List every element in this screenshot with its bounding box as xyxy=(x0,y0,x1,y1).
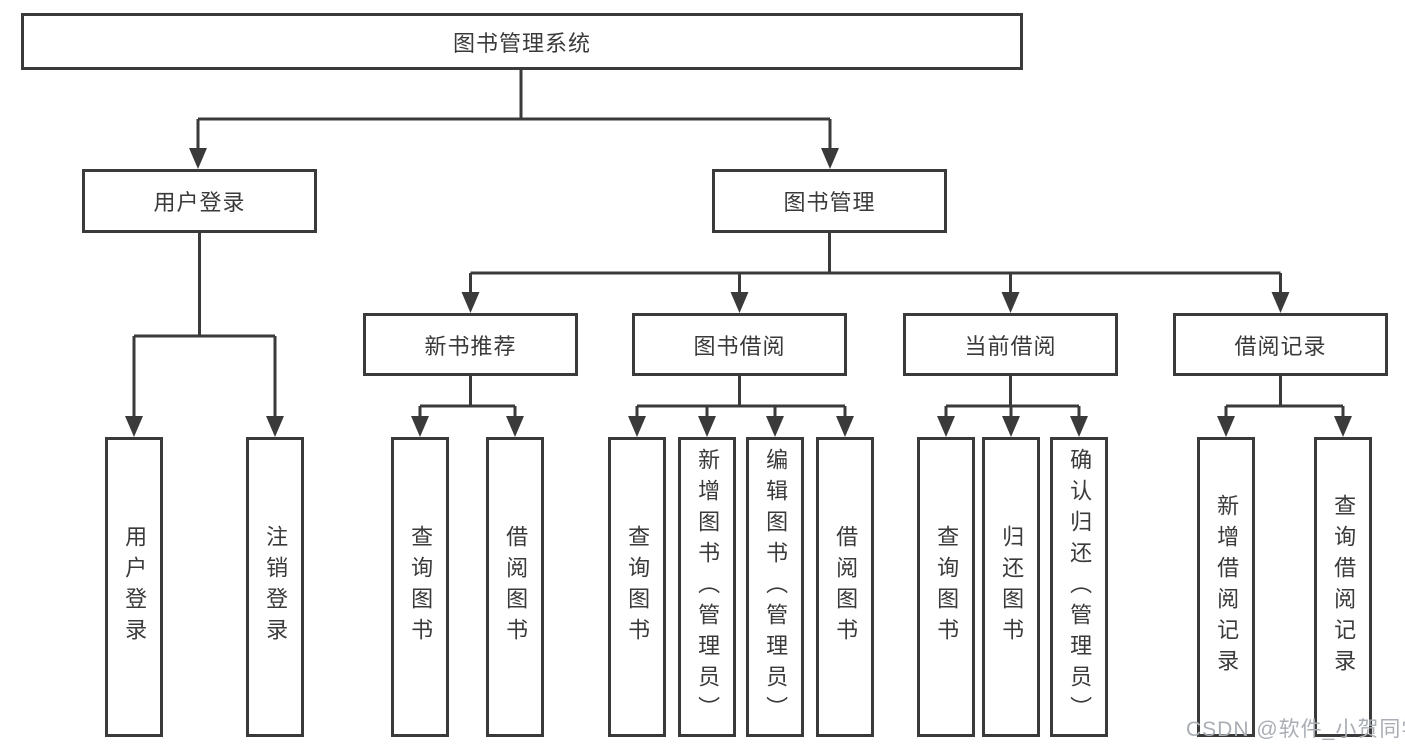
node-current-borrowing: 当前借阅 xyxy=(903,313,1118,376)
node-recommend-query-books-label: 查询图书 xyxy=(408,525,434,649)
node-user-login-action-label: 用户登录 xyxy=(122,525,148,649)
node-borrowing-records: 借阅记录 xyxy=(1173,313,1388,376)
node-current-query-books: 查询图书 xyxy=(917,437,975,737)
node-user-login-label: 用户登录 xyxy=(153,190,246,215)
node-borrow-query-books-label: 查询图书 xyxy=(625,525,651,649)
node-current-query-books-label: 查询图书 xyxy=(934,525,960,649)
node-book-borrowing: 图书借阅 xyxy=(632,313,847,376)
node-logout-action-label: 注销登录 xyxy=(263,525,289,649)
node-borrow-query-books: 查询图书 xyxy=(608,437,666,737)
node-records-add-record: 新增借阅记录 xyxy=(1197,437,1255,737)
node-borrow-borrow-books-label: 借阅图书 xyxy=(833,525,859,649)
node-current-borrowing-label: 当前借阅 xyxy=(964,333,1057,359)
node-current-return-books: 归还图书 xyxy=(982,437,1040,737)
node-recommend-borrow-books-label: 借阅图书 xyxy=(503,525,529,649)
node-user-login-action: 用户登录 xyxy=(105,437,163,737)
node-records-add-record-label: 新增借阅记录 xyxy=(1214,494,1240,680)
node-new-book-recommend: 新书推荐 xyxy=(363,313,578,376)
node-borrow-add-books: 新增图书（管理员） xyxy=(678,437,736,737)
node-current-return-books-label: 归还图书 xyxy=(999,525,1025,649)
node-logout-action: 注销登录 xyxy=(246,437,304,737)
node-borrowing-records-label: 借阅记录 xyxy=(1234,333,1327,359)
node-current-confirm-return-label: 确认归还（管理员） xyxy=(1067,447,1093,727)
node-book-borrowing-label: 图书借阅 xyxy=(693,333,786,359)
node-new-book-recommend-label: 新书推荐 xyxy=(424,333,517,359)
node-recommend-borrow-books: 借阅图书 xyxy=(486,437,544,737)
watermark: CSDN @软件_小贺同学 xyxy=(1186,718,1405,741)
node-root: 图书管理系统 xyxy=(21,13,1023,70)
node-recommend-query-books: 查询图书 xyxy=(391,437,449,737)
node-records-query-record-label: 查询借阅记录 xyxy=(1331,494,1357,680)
node-borrow-borrow-books: 借阅图书 xyxy=(816,437,874,737)
node-book-management: 图书管理 xyxy=(712,169,947,233)
node-current-confirm-return: 确认归还（管理员） xyxy=(1050,437,1108,737)
node-borrow-edit-books: 编辑图书（管理员） xyxy=(746,437,804,737)
node-borrow-add-books-label: 新增图书（管理员） xyxy=(695,447,721,727)
node-user-login: 用户登录 xyxy=(82,169,317,233)
node-borrow-edit-books-label: 编辑图书（管理员） xyxy=(763,447,789,727)
node-book-management-label: 图书管理 xyxy=(783,190,876,215)
node-root-label: 图书管理系统 xyxy=(452,30,591,56)
node-records-query-record: 查询借阅记录 xyxy=(1314,437,1372,737)
